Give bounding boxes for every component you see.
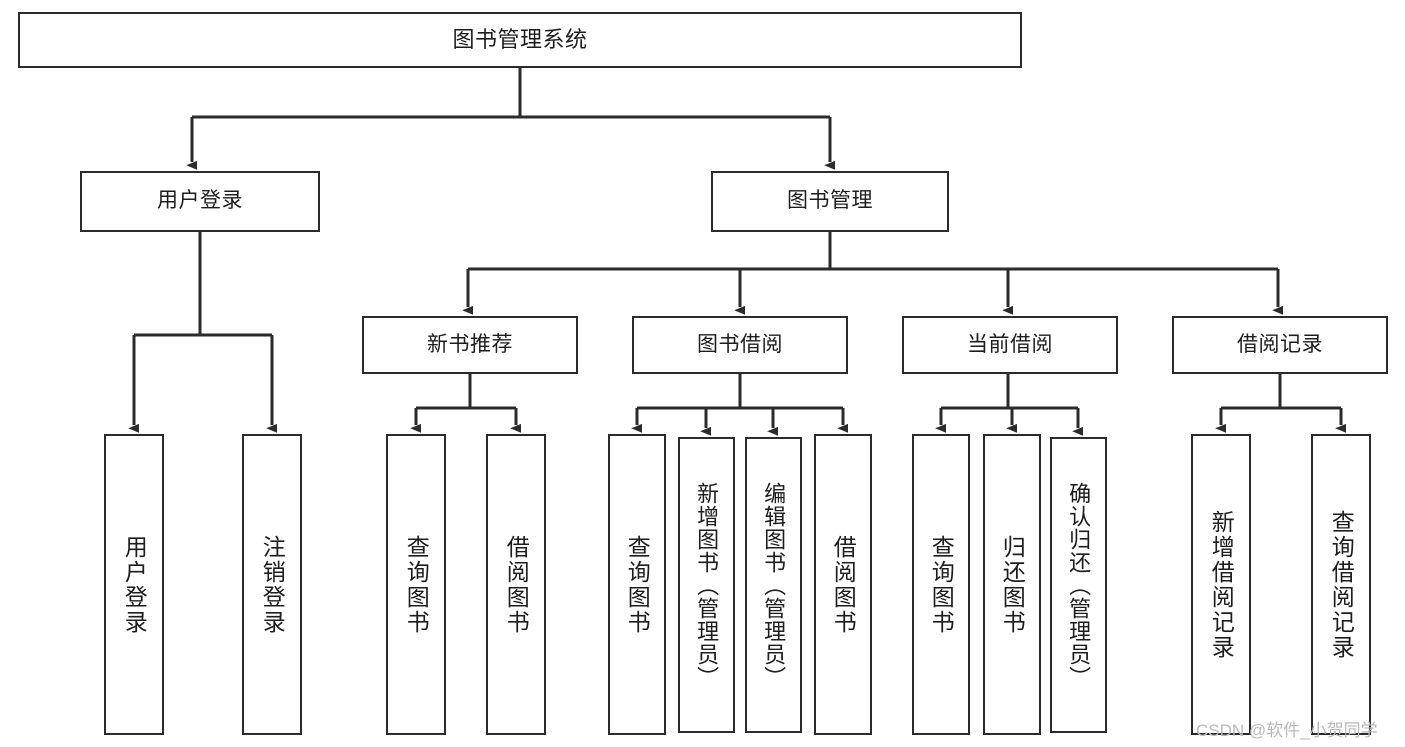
node-user-login-label: 用户登录 [157, 189, 243, 213]
node-current-borrow-label: 当前借阅 [967, 332, 1053, 356]
node-leaf-user-login[interactable]: 用户登录 [104, 434, 164, 735]
node-leaf-add-book-admin-label: 新增图书（管理员） [694, 481, 720, 689]
node-leaf-edit-book-admin[interactable]: 编辑图书（管理员） [745, 437, 802, 733]
node-leaf-return-book[interactable]: 归还图书 [983, 434, 1041, 735]
node-leaf-query-book-borrow-label: 查询图书 [624, 534, 651, 635]
node-book-manage-label: 图书管理 [787, 189, 873, 213]
node-user-login[interactable]: 用户登录 [80, 171, 320, 232]
node-leaf-query-book-recommend-label: 查询图书 [403, 534, 430, 635]
node-new-book-recommend-label: 新书推荐 [427, 332, 513, 356]
node-leaf-confirm-return-admin[interactable]: 确认归还（管理员） [1050, 437, 1107, 733]
node-root-label: 图书管理系统 [452, 27, 588, 53]
node-root[interactable]: 图书管理系统 [18, 12, 1022, 68]
node-leaf-query-book-borrow[interactable]: 查询图书 [608, 434, 666, 735]
node-borrow-record[interactable]: 借阅记录 [1172, 316, 1388, 374]
node-leaf-borrow-book-recommend[interactable]: 借阅图书 [486, 434, 546, 735]
node-leaf-logout-login-label: 注销登录 [259, 534, 286, 635]
node-leaf-borrow-book-label: 借阅图书 [830, 534, 857, 635]
node-leaf-add-borrow-record-label: 新增借阅记录 [1208, 509, 1235, 660]
node-book-manage[interactable]: 图书管理 [711, 171, 949, 232]
node-leaf-logout-login[interactable]: 注销登录 [242, 434, 302, 735]
node-leaf-add-book-admin[interactable]: 新增图书（管理员） [678, 437, 735, 733]
node-current-borrow[interactable]: 当前借阅 [902, 316, 1118, 374]
node-borrow-record-label: 借阅记录 [1237, 332, 1323, 356]
node-leaf-borrow-book-recommend-label: 借阅图书 [503, 534, 530, 635]
node-book-borrow-label: 图书借阅 [697, 332, 783, 356]
node-new-book-recommend[interactable]: 新书推荐 [362, 316, 578, 374]
node-leaf-query-borrow-record[interactable]: 查询借阅记录 [1311, 434, 1371, 735]
node-leaf-edit-book-admin-label: 编辑图书（管理员） [761, 481, 787, 689]
csdn-watermark: CSDN @软件_小贺同学 [1196, 721, 1378, 740]
node-book-borrow[interactable]: 图书借阅 [632, 316, 848, 374]
node-leaf-user-login-label: 用户登录 [121, 534, 148, 635]
node-leaf-borrow-book[interactable]: 借阅图书 [814, 434, 872, 735]
node-leaf-query-book-current-label: 查询图书 [928, 534, 955, 635]
node-leaf-add-borrow-record[interactable]: 新增借阅记录 [1191, 434, 1251, 735]
node-leaf-query-book-current[interactable]: 查询图书 [912, 434, 970, 735]
node-leaf-return-book-label: 归还图书 [999, 534, 1026, 635]
node-leaf-query-borrow-record-label: 查询借阅记录 [1328, 509, 1355, 660]
node-leaf-confirm-return-admin-label: 确认归还（管理员） [1066, 481, 1092, 689]
node-leaf-query-book-recommend[interactable]: 查询图书 [386, 434, 446, 735]
